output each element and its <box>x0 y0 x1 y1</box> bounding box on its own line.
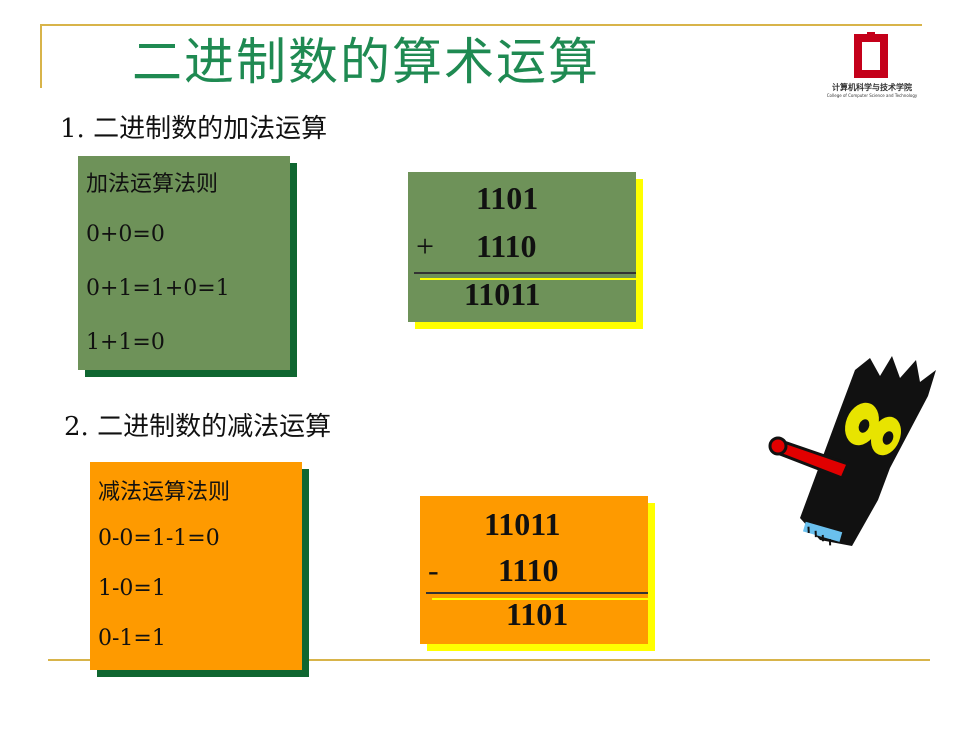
subtraction-operator: - <box>428 552 439 588</box>
box-face <box>408 172 636 322</box>
cartoon-character-icon <box>768 356 936 546</box>
addition-operator: + <box>416 228 435 264</box>
addition-rules-title: 加法运算法则 <box>86 172 219 197</box>
addition-result: 11011 <box>464 276 541 312</box>
subtraction-example-box: 11011 - 1110 1101 <box>420 496 655 651</box>
difference-line <box>426 592 648 594</box>
page-title: 二进制数的算术运算 <box>132 33 600 91</box>
left-divider <box>40 24 42 88</box>
addition-rule: 1+1=0 <box>86 330 165 355</box>
addition-rule: 0+0=0 <box>86 222 165 247</box>
sum-line-highlight <box>420 278 636 280</box>
sum-line <box>414 272 636 274</box>
subtraction-operand-1: 11011 <box>484 506 561 542</box>
bottom-divider <box>48 659 930 661</box>
addition-rules-box: 加法运算法则 0+0=0 0+1=1+0=1 1+1=0 <box>78 156 297 377</box>
logo-caption-cn: 计算机科学与技术学院 <box>832 83 912 92</box>
addition-operand-1: 1101 <box>476 180 539 216</box>
addition-example-box: 1101 + 1110 11011 <box>408 172 643 329</box>
difference-line-highlight <box>432 598 648 600</box>
addition-heading: 1. 二进制数的加法运算 <box>60 114 328 144</box>
subtraction-operand-2: 1110 <box>498 552 559 588</box>
subtraction-rule: 1-0=1 <box>98 576 166 601</box>
box-face <box>78 156 290 370</box>
subtraction-rules-title: 减法运算法则 <box>98 480 231 505</box>
box-face <box>420 496 648 644</box>
top-divider <box>40 24 922 26</box>
subtraction-heading: 2. 二进制数的减法运算 <box>64 412 332 442</box>
subtraction-result: 1101 <box>506 596 569 632</box>
logo-caption: 计算机科学与技术学院 College of Computer Science a… <box>818 84 926 100</box>
college-logo-icon <box>854 32 888 78</box>
addition-rule: 0+1=1+0=1 <box>86 276 230 301</box>
subtraction-rule: 0-0=1-1=0 <box>98 526 220 551</box>
subtraction-rule: 0-1=1 <box>98 626 166 651</box>
logo-caption-en: College of Computer Science and Technolo… <box>826 93 918 98</box>
subtraction-rules-box: 减法运算法则 0-0=1-1=0 1-0=1 0-1=1 <box>90 462 309 677</box>
box-face <box>90 462 302 670</box>
addition-operand-2: 1110 <box>476 228 537 264</box>
